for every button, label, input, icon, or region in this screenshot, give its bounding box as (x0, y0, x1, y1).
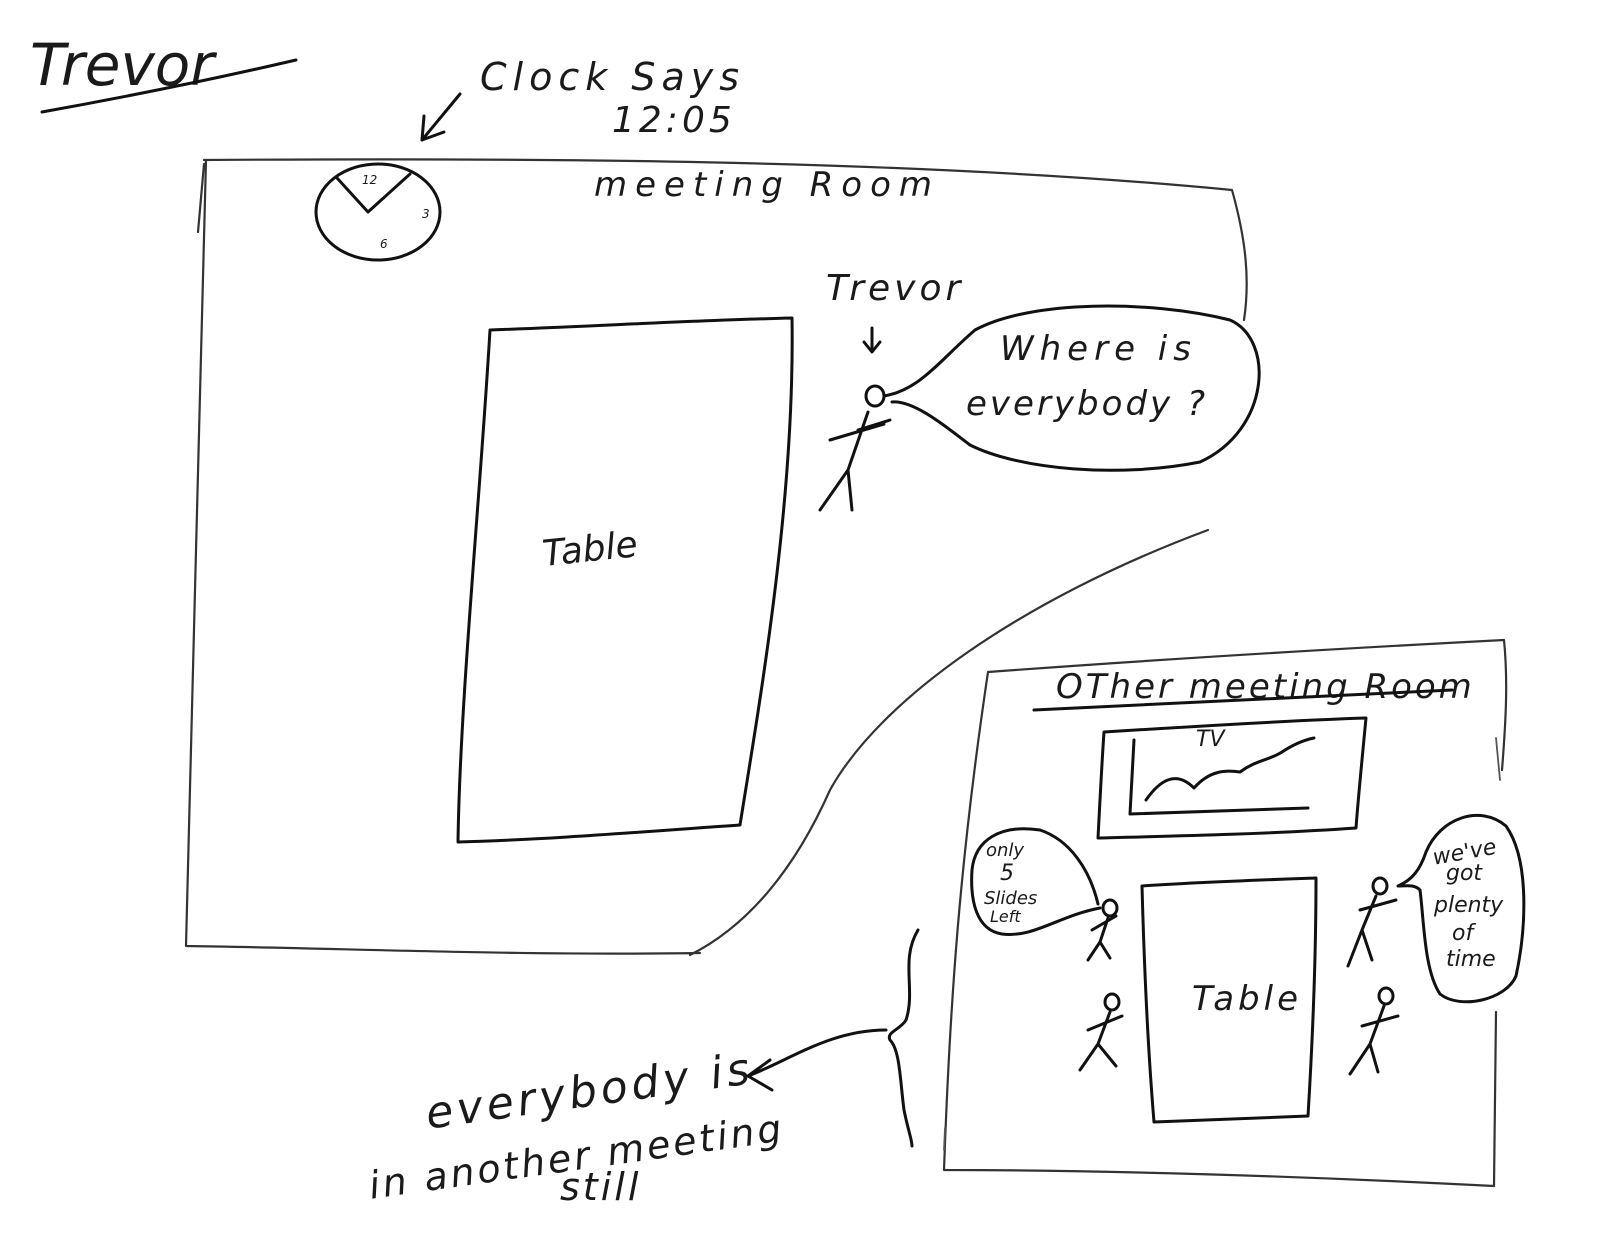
clock-pointer-arrow (420, 92, 462, 142)
meeting-room-outline (184, 158, 1248, 957)
meeting-room-label: meeting Room (594, 165, 940, 205)
clock-note-line1: Clock Says (480, 55, 745, 99)
tv-screen: TV (1096, 716, 1368, 840)
other-room-table (1140, 876, 1318, 1124)
other-room-outline (942, 638, 1508, 1188)
trevor-speech-line1: Where is (1000, 329, 1197, 369)
tv-chart-axes (1128, 738, 1310, 816)
right-speech-line4: of (1452, 921, 1476, 946)
title-underline (40, 58, 298, 114)
right-speech-bubble (1396, 814, 1526, 1004)
meeting-room-table (456, 316, 794, 844)
clock-hands (335, 172, 412, 214)
attendee-right-bottom-stick-figure-icon (1348, 986, 1400, 1076)
caption-arrow (746, 1028, 888, 1092)
left-speech-line1: only (986, 840, 1024, 861)
trevor-figure-label: Trevor (826, 268, 964, 309)
meeting-room-table-label: Table (541, 524, 640, 575)
left-speech-bubble (970, 827, 1102, 936)
tv-chart-line (1144, 736, 1316, 802)
right-speech-line2: got (1446, 861, 1483, 886)
tv-label: TV (1196, 727, 1226, 752)
clock-face (314, 162, 442, 262)
wall-clock-icon: 12 3 6 (314, 162, 442, 262)
clock-numeral-3: 3 (422, 207, 430, 221)
left-speech-line4: Left (990, 907, 1021, 926)
clock-numeral-6: 6 (380, 237, 388, 251)
right-speech-line3: plenty (1433, 893, 1504, 918)
left-speech-line2: 5 (1000, 861, 1014, 886)
left-speech-line3: Slides (984, 888, 1037, 909)
curly-brace (887, 928, 920, 1148)
right-speech-line5: time (1446, 947, 1496, 972)
trevor-pointer-arrow (862, 326, 882, 354)
trevor-stick-figure-icon (818, 384, 892, 512)
clock-numeral-12: 12 (362, 173, 377, 187)
attendee-left-stick-figure-icon (1078, 992, 1124, 1072)
other-room-edge-mark-2 (1495, 737, 1501, 781)
attendee-right-top-stick-figure-icon (1346, 876, 1398, 968)
caption-line3: still (560, 1165, 641, 1209)
sketch-title: Trevor (30, 31, 217, 99)
other-room-edge-mark (943, 1127, 946, 1151)
clock-note-line2: 12:05 (612, 100, 736, 141)
other-room-label: OTher meeting Room (1056, 667, 1475, 707)
other-room-label-underline (1032, 688, 1454, 712)
trevor-speech-bubble (882, 304, 1261, 472)
left-presenter-stick-figure-icon (1086, 898, 1119, 962)
other-room-table-label: Table (1192, 979, 1302, 1019)
trevor-speech-line2: everybody ? (966, 384, 1208, 424)
